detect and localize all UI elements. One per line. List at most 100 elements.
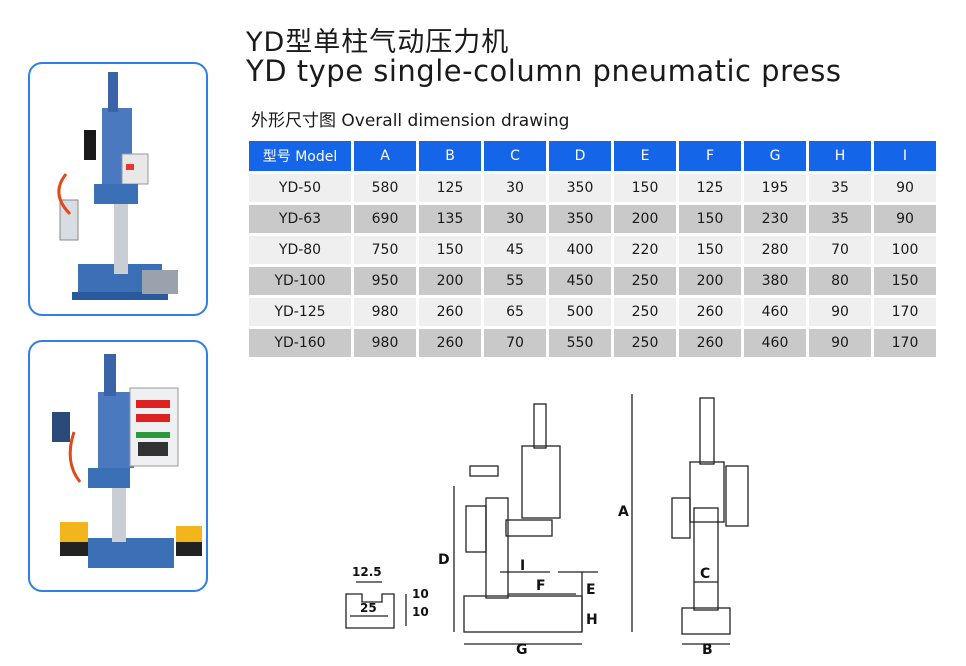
drawing-subtitle: 外形尺寸图 Overall dimension drawing — [251, 111, 570, 131]
table-row: YD-80 750 150 45 400 220 150 280 70 100 — [249, 236, 936, 264]
cell: 55 — [484, 267, 546, 295]
front-view-filter — [671, 497, 691, 539]
cell: 200 — [419, 267, 481, 295]
cell-model: YD-50 — [249, 174, 351, 202]
header-f: F — [679, 141, 741, 171]
cell: 450 — [549, 267, 611, 295]
header-h: H — [809, 141, 871, 171]
table-row: YD-50 580 125 30 350 150 125 195 35 90 — [249, 174, 936, 202]
cell: 250 — [614, 298, 676, 326]
cell: 380 — [744, 267, 806, 295]
cell: 350 — [549, 174, 611, 202]
header-e: E — [614, 141, 676, 171]
cell: 170 — [874, 329, 936, 357]
slot-h2-label: 10 — [412, 605, 429, 619]
cell: 980 — [354, 298, 416, 326]
cell: 90 — [874, 174, 936, 202]
cell: 980 — [354, 329, 416, 357]
cell: 230 — [744, 205, 806, 233]
slot-width-label: 25 — [360, 601, 377, 615]
front-view-column — [693, 507, 719, 611]
cell: 260 — [419, 329, 481, 357]
label-h: H — [586, 612, 598, 628]
cell: 260 — [679, 329, 741, 357]
cell: 150 — [614, 174, 676, 202]
header-model: 型号 Model — [249, 141, 351, 171]
label-c: C — [700, 566, 710, 582]
cell: 90 — [809, 329, 871, 357]
label-e: E — [586, 582, 596, 598]
front-view-valve-box — [725, 465, 749, 527]
slot-top-label: 12.5 — [352, 565, 382, 579]
cell-model: YD-63 — [249, 205, 351, 233]
header-c: C — [484, 141, 546, 171]
cell: 80 — [809, 267, 871, 295]
header-d: D — [549, 141, 611, 171]
cell-model: YD-160 — [249, 329, 351, 357]
side-view-cylinder — [521, 445, 561, 519]
header-g: G — [744, 141, 806, 171]
label-a: A — [618, 504, 629, 520]
press-machine-illustration — [57, 72, 178, 300]
cell: 500 — [549, 298, 611, 326]
cell: 100 — [874, 236, 936, 264]
table-row: YD-125 980 260 65 500 250 260 460 90 170 — [249, 298, 936, 326]
cell: 250 — [614, 329, 676, 357]
cell: 250 — [614, 267, 676, 295]
label-i: I — [520, 558, 525, 574]
cell: 65 — [484, 298, 546, 326]
side-view-handle — [469, 465, 499, 477]
title-chinese: YD型单柱气动压力机 — [246, 27, 510, 58]
cell: 70 — [484, 329, 546, 357]
front-view-cylinder — [689, 461, 725, 523]
header-i: I — [874, 141, 936, 171]
label-g: G — [516, 642, 528, 658]
cell: 170 — [874, 298, 936, 326]
cell: 45 — [484, 236, 546, 264]
cell: 750 — [354, 236, 416, 264]
cell: 150 — [874, 267, 936, 295]
table-header-row: 型号 Model A B C D E F G H I — [249, 141, 936, 171]
side-view-column — [485, 497, 509, 599]
header-b: B — [419, 141, 481, 171]
cell: 125 — [679, 174, 741, 202]
cell: 150 — [679, 205, 741, 233]
cell: 90 — [874, 205, 936, 233]
cell: 400 — [549, 236, 611, 264]
cell: 30 — [484, 205, 546, 233]
t-slot-profile — [345, 593, 395, 629]
cell-model: YD-100 — [249, 267, 351, 295]
dimension-table: 型号 Model A B C D E F G H I YD-50 580 125… — [246, 138, 939, 360]
side-view-filter — [465, 505, 487, 553]
table-row: YD-100 950 200 55 450 250 200 380 80 150 — [249, 267, 936, 295]
table-row: YD-63 690 135 30 350 200 150 230 35 90 — [249, 205, 936, 233]
cell-model: YD-80 — [249, 236, 351, 264]
header-a: A — [354, 141, 416, 171]
cell: 195 — [744, 174, 806, 202]
cell: 220 — [614, 236, 676, 264]
product-photo-yd-with-controller — [28, 340, 208, 592]
press-machine-controller-illustration — [52, 354, 202, 568]
cell: 135 — [419, 205, 481, 233]
cell: 200 — [679, 267, 741, 295]
cell: 35 — [809, 205, 871, 233]
product-photo-yd-basic — [28, 62, 208, 316]
cell: 35 — [809, 174, 871, 202]
cell: 950 — [354, 267, 416, 295]
side-view-piston-rod — [533, 403, 547, 449]
cell: 90 — [809, 298, 871, 326]
cell: 260 — [679, 298, 741, 326]
cell: 125 — [419, 174, 481, 202]
cell: 280 — [744, 236, 806, 264]
cell: 550 — [549, 329, 611, 357]
cell: 70 — [809, 236, 871, 264]
dimension-drawing: 12.5 25 10 10 D I F E H G A C B — [345, 394, 749, 658]
label-d: D — [438, 552, 450, 568]
side-view-base — [463, 595, 583, 633]
cell: 260 — [419, 298, 481, 326]
slot-h1-label: 10 — [412, 587, 429, 601]
label-f: F — [536, 578, 546, 594]
front-view-piston-rod — [699, 397, 715, 465]
cell: 350 — [549, 205, 611, 233]
cell: 30 — [484, 174, 546, 202]
